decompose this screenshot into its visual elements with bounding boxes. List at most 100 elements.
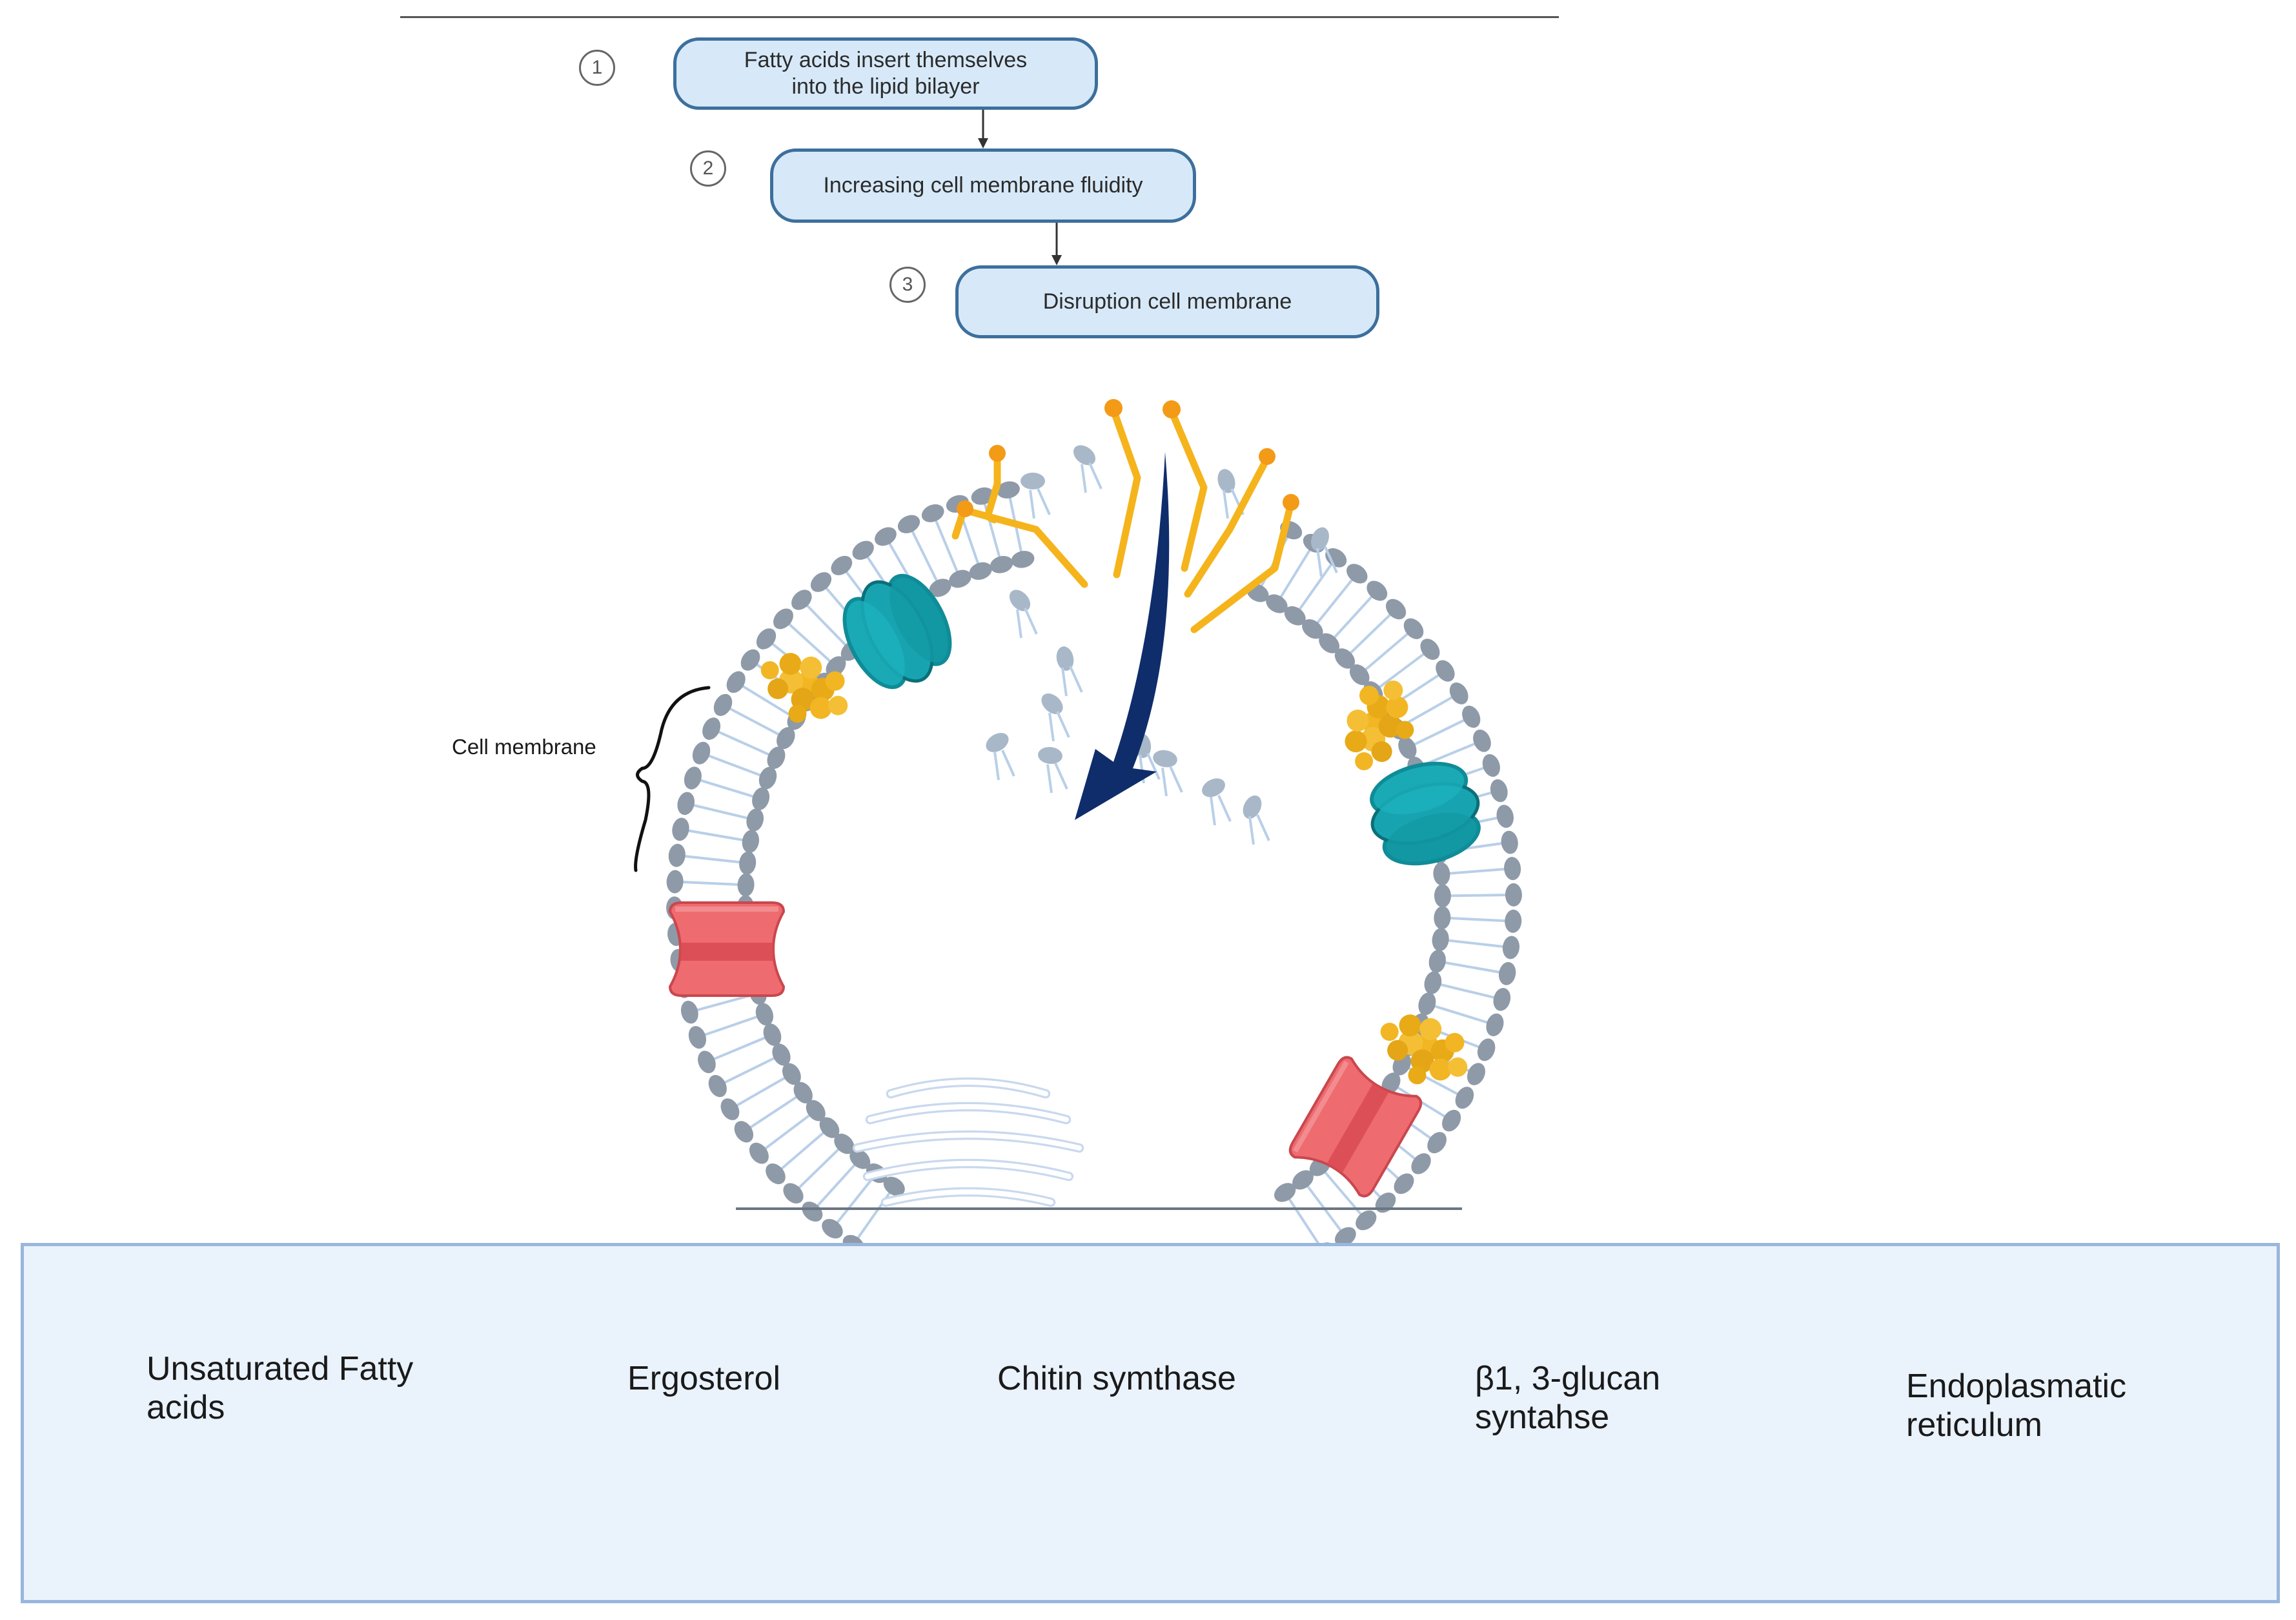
lipid-head [758,766,777,790]
legend-chitin-label: Chitin symthase [997,1360,1236,1397]
displaced-lipid-head [1009,590,1031,611]
lipid-head [1467,1063,1485,1085]
lipid-head [1496,805,1514,828]
lipid-head [806,1100,826,1122]
lipid-head [1436,660,1455,682]
step-2-number: 2 [690,150,726,187]
lipid-head [1366,580,1388,601]
lipid-head [826,656,846,677]
lipid-head [702,717,721,740]
lipid-head [971,487,995,505]
connector-1-2-arrowhead [978,138,988,149]
lipid-head [1490,779,1508,803]
displaced-lipid-tail [1248,814,1270,845]
lipid-head [852,540,874,560]
legend-fatty-acids-label: Unsaturated Fatty acids [147,1350,414,1426]
displaced-lipid-head [1217,469,1235,493]
displaced-lipid-tail [1048,711,1070,742]
lipid-head [698,1051,716,1074]
lipid-head [1442,1109,1461,1132]
lipid-head [1420,639,1440,661]
lipid-head [749,1142,769,1164]
lipid-head [763,1023,782,1046]
lipid-head [688,1026,707,1049]
lipid-head [666,870,684,894]
lipid-head [677,792,695,815]
displaced-lipid-head [986,733,1009,752]
lipid-head [1434,884,1451,908]
lipid-head [997,481,1020,498]
step-2-text: Increasing cell membrane fluidity [823,173,1143,198]
lipid-head [791,590,812,610]
displaced-lipid-tail [1029,488,1051,519]
lipid-head [1486,1013,1504,1036]
lipid-head [1411,1153,1431,1174]
legend-er-label: Endoplasmatic reticulum [1906,1368,2127,1444]
lipid-head [1356,1210,1377,1231]
lipid-head [1334,1227,1356,1247]
lipid-head [875,527,897,546]
lipid-head [772,1043,791,1066]
displaced-lipid-head [1056,646,1074,671]
lipid-head [668,843,686,867]
lipid-head [713,693,733,716]
lipid-head [1505,909,1522,933]
displaced-lipid-tail [1046,763,1068,794]
lipid-head [726,671,746,693]
cell-membrane-brace [634,686,711,872]
displaced-lipid-head [1311,527,1329,551]
lipid-head [1455,1087,1474,1109]
displaced-lipid-tail [993,750,1015,781]
lipid-head [1011,551,1035,568]
displaced-lipid-head [1038,746,1062,764]
lipid-head [708,1074,727,1098]
lipid-head [834,1133,855,1154]
lipid-head [1284,606,1306,626]
displaced-lipid-tail [1081,462,1102,493]
lipid-head [1418,992,1436,1016]
lipid-head [1473,729,1491,752]
lipid-head [1394,1173,1414,1194]
lipid-head [1462,705,1481,728]
lipid-head [1433,862,1450,886]
displaced-lipid-tail [1210,795,1232,826]
connector-2-3-arrowhead [1051,255,1062,265]
lipid-head [1274,1183,1296,1202]
lipid-head [897,515,920,533]
lipid-head [1493,988,1511,1011]
lipid-head [740,649,760,671]
step-3-text: Disruption cell membrane [1042,289,1292,314]
lipid-head [672,817,689,841]
lipid-head [746,808,764,832]
lipid-head [810,572,832,592]
displaced-lipid-head [1202,778,1225,797]
lipid-head [793,1082,813,1103]
lipid-head [684,766,702,790]
lipid-head [1334,648,1356,669]
lipid-head [1482,754,1500,777]
lipid-head [756,628,777,650]
lipid-head [692,741,711,764]
lipid-head [1398,737,1417,759]
step-3-number: 3 [889,267,926,303]
lipid-head [921,504,944,522]
displaced-lipid-head [1073,445,1096,466]
lipid-head [782,1063,801,1085]
displaced-lipid-head [1153,750,1177,768]
lipid-head [819,1117,840,1138]
lipid-head [767,746,786,769]
step-1-box: Fatty acids insert themselves into the l… [673,37,1098,110]
step-1-text: Fatty acids insert themselves into the l… [744,48,1028,99]
glucan-synthase-right [1360,751,1491,876]
lipid-head [739,851,757,875]
legend-glucan-label: β1, 3-glucan syntahse [1475,1360,1661,1436]
disruption-arrow [1075,452,1170,820]
lipid-head [1292,1170,1314,1190]
lipid-head [969,562,992,580]
step-2-box: Increasing cell membrane fluidity [770,149,1196,223]
lipid-head [1325,548,1347,568]
lipid-head [755,1003,774,1026]
top-rule [400,16,1559,18]
step-1-number: 1 [579,50,615,86]
